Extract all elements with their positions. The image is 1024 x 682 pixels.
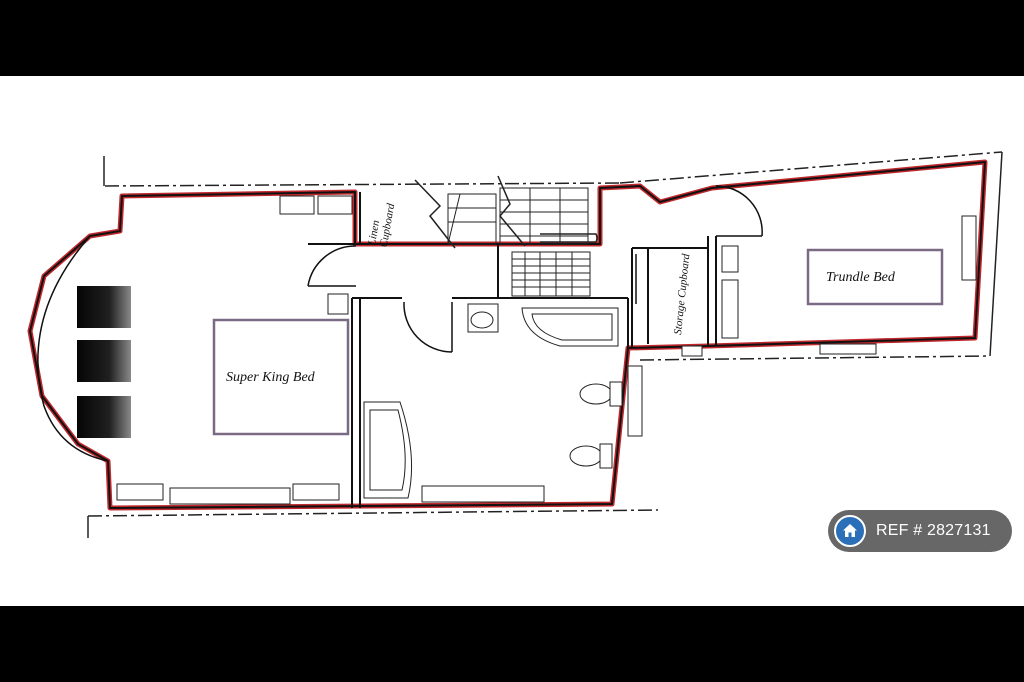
super-king-bed-frame [212, 318, 350, 436]
toilet [579, 383, 613, 405]
letterbox-top [0, 0, 1024, 76]
blind-panel [77, 396, 131, 438]
blind-panel [77, 286, 131, 328]
window-blinds [77, 286, 131, 438]
letterbox-bottom [0, 606, 1024, 682]
staircase [414, 175, 598, 297]
super-king-bed-label: Super King Bed [226, 370, 315, 385]
boundary-lines [87, 151, 1003, 517]
floor-plan-svg [27, 151, 1003, 538]
trundle-bed-frame [806, 248, 944, 306]
trundle-bed-label: Trundle Bed [826, 270, 895, 285]
toilet [569, 445, 603, 467]
reference-number: REF # 2827131 [876, 522, 991, 539]
interior-walls [308, 192, 717, 508]
doors [307, 185, 763, 353]
reference-badge: REF # 2827131 [828, 510, 1012, 552]
house-icon [834, 515, 866, 547]
blind-panel [77, 340, 131, 382]
floor-plan-canvas: Super King Bed Trundle Bed Linen Cupboar… [0, 76, 1024, 606]
fixtures [116, 195, 977, 505]
outer-walls [27, 159, 988, 511]
